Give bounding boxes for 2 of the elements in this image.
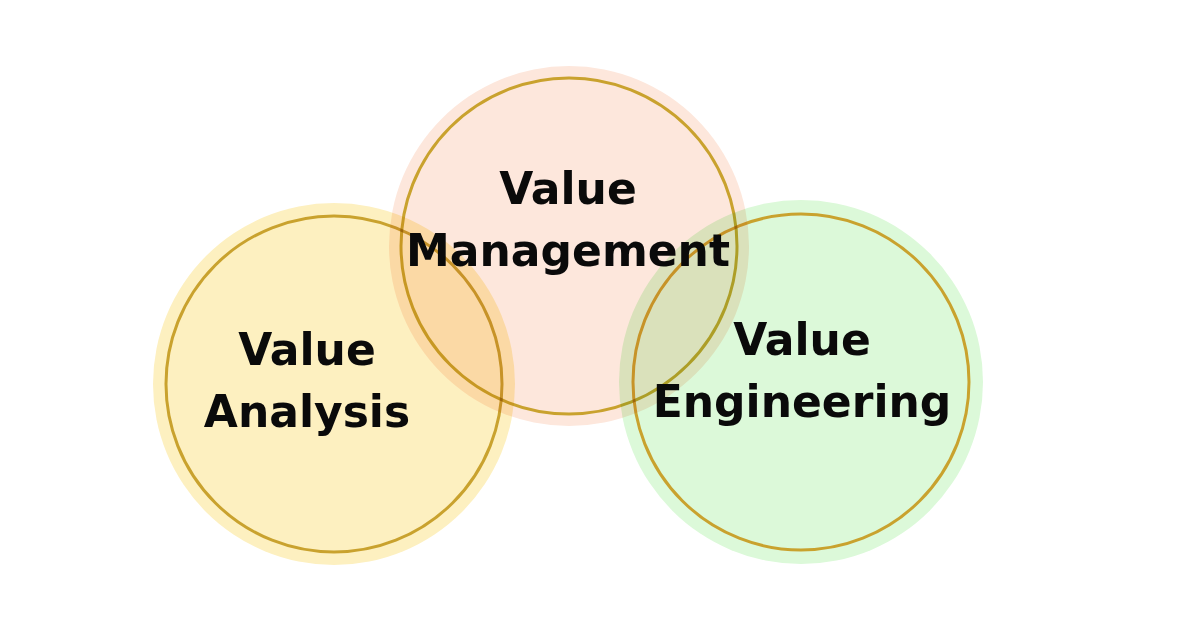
circle-label: Value Analysis bbox=[203, 323, 411, 439]
circle-label: Value Engineering bbox=[652, 313, 952, 429]
